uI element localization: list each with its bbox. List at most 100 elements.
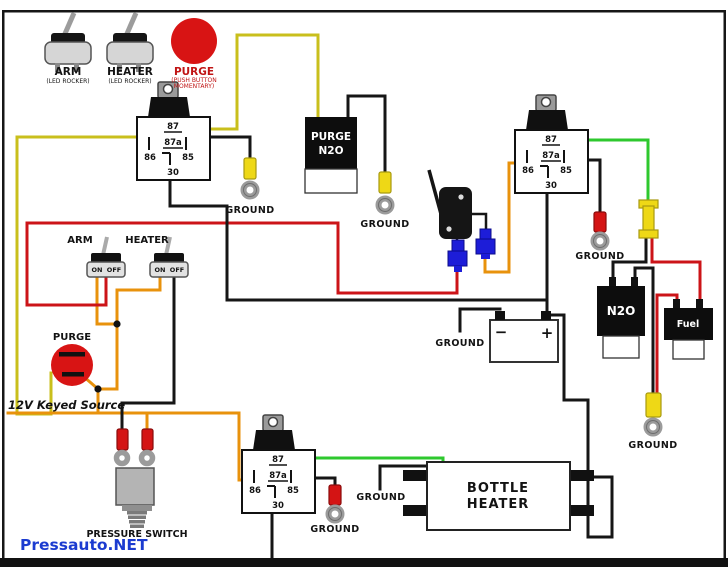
toggle-prong	[117, 63, 122, 72]
relay-pin-87: 87	[545, 135, 557, 145]
wire-fuse-to-fuel-solenoid	[650, 236, 702, 301]
relay-mount-hole	[267, 416, 279, 428]
frame-right	[723, 10, 726, 558]
toggle-on-label: ON	[92, 266, 103, 274]
butt-connector-red	[328, 484, 342, 506]
watermark-link[interactable]: Pressauto.NET	[20, 536, 148, 554]
toggle-body	[44, 41, 92, 65]
arm-switch-label: ARM	[67, 235, 92, 246]
ground-label: GROUND	[628, 440, 677, 451]
bottle-heater-body	[426, 461, 571, 531]
microswitch-com-tail	[454, 266, 462, 272]
purge-solenoid-label2: N2O	[318, 145, 343, 157]
relay-pin-85: 85	[287, 486, 299, 496]
pressure-switch-thread	[128, 515, 146, 519]
relay-pin-85: 85	[560, 166, 572, 176]
wire-microswitch-to-relay2-86	[483, 161, 517, 274]
legend-purge-button	[171, 18, 217, 64]
microswitch-com-connector	[451, 239, 465, 252]
battery-minus-symbol: −	[495, 323, 508, 341]
ground-label: GROUND	[575, 251, 624, 262]
bottle-heater-label1: BOTTLE	[467, 481, 529, 496]
ground-ring-inner-edge	[378, 198, 392, 212]
pressure-switch-thread	[127, 511, 147, 515]
wire-microswitch-no-stub	[466, 212, 488, 232]
toggle-body	[106, 41, 154, 65]
legend-purge-sub1: (PUSH BUTTON	[171, 77, 217, 84]
toggle-prong	[55, 63, 60, 72]
ground-ring-inner-edge	[646, 420, 660, 434]
toggle-lever	[164, 236, 172, 256]
toggle-prong	[136, 63, 141, 72]
toggle-cap	[91, 253, 121, 263]
n2o-solenoid-terminal	[631, 277, 638, 287]
purge-button-terminal	[59, 352, 85, 357]
battery-positive-terminal	[541, 311, 551, 320]
junction-dot	[94, 385, 102, 393]
fuel-solenoid-label: Fuel	[677, 319, 699, 330]
pressure-switch-thread	[130, 524, 144, 528]
legend-purge-label: PURGE	[174, 66, 214, 78]
microswitch-no-tail	[481, 254, 490, 259]
ground-ring-inner-edge	[243, 183, 257, 197]
n2o-solenoid-base	[602, 335, 640, 359]
purge-solenoid-label1: PURGE	[311, 131, 351, 143]
toggle-body	[86, 261, 126, 278]
relay-pin-86: 86	[249, 486, 261, 496]
legend-heater-sub: (LED ROCKER)	[108, 78, 151, 85]
bottle-heater-tab	[403, 470, 428, 481]
microswitch-screw	[458, 194, 464, 200]
wire-arm-switch-to-microswitch	[25, 221, 459, 307]
relay-pin-30: 30	[167, 168, 179, 178]
relay-base	[526, 110, 568, 130]
wire-battery-positive-to-heater	[549, 313, 614, 539]
wire-bus-riser	[96, 322, 119, 391]
toggle-prong	[74, 63, 79, 72]
wire-heater-switch-to-pressure-switch	[120, 275, 176, 431]
wire-fuel-solenoid-ground	[655, 293, 679, 395]
purge-solenoid-coil	[305, 117, 357, 169]
junction-dot	[113, 320, 121, 328]
ground-ring-inner-edge	[328, 507, 342, 521]
butt-connector-red	[116, 428, 129, 451]
butt-connector-red	[593, 211, 607, 233]
frame-top	[2, 10, 726, 13]
toggle-body	[149, 261, 189, 278]
ground-ring-inner-edge	[593, 234, 607, 248]
microswitch-screw	[446, 226, 452, 232]
ground-label: GROUND	[356, 492, 405, 503]
battery-body	[489, 319, 559, 363]
butt-connector-yellow	[243, 157, 257, 180]
keyed-source-label: 12V Keyed Source	[8, 398, 125, 412]
ring-terminal	[138, 449, 156, 467]
purge-push-button	[51, 344, 93, 386]
battery-negative-terminal	[495, 311, 505, 320]
wire-purge-solenoid-ground	[346, 94, 387, 174]
wire-relay2-87-to-fuse	[558, 138, 650, 202]
ground-label: GROUND	[310, 524, 359, 535]
relay-pin-85: 85	[182, 153, 194, 163]
pressure-switch-label: PRESSURE SWITCH	[86, 529, 187, 540]
bottle-heater-tab	[569, 505, 594, 516]
fuel-solenoid-terminal	[696, 299, 703, 309]
heater-switch-label: HEATER	[125, 235, 169, 246]
battery-plus-symbol: +	[541, 324, 554, 342]
relay-pin-87: 87	[272, 455, 284, 465]
relay-pin-87: 87	[167, 122, 179, 132]
relay-mount-hole	[162, 83, 174, 95]
wire-n2o-solenoid-ground	[633, 266, 655, 395]
relay-pin-30: 30	[545, 181, 557, 191]
toggle-on-label: ON	[155, 266, 166, 274]
frame-left	[2, 10, 5, 558]
relay-mount-hole	[540, 96, 552, 108]
legend-heater-label: HEATER	[107, 66, 153, 78]
microswitch-body	[439, 187, 472, 239]
microswitch-no-connector	[479, 228, 492, 240]
butt-connector-red	[141, 428, 154, 451]
relay-pin-30: 30	[272, 501, 284, 511]
fuse-body	[642, 205, 655, 233]
microswitch-no-connector	[475, 238, 496, 255]
toggle-lever	[101, 236, 109, 256]
relay-base	[148, 97, 190, 117]
